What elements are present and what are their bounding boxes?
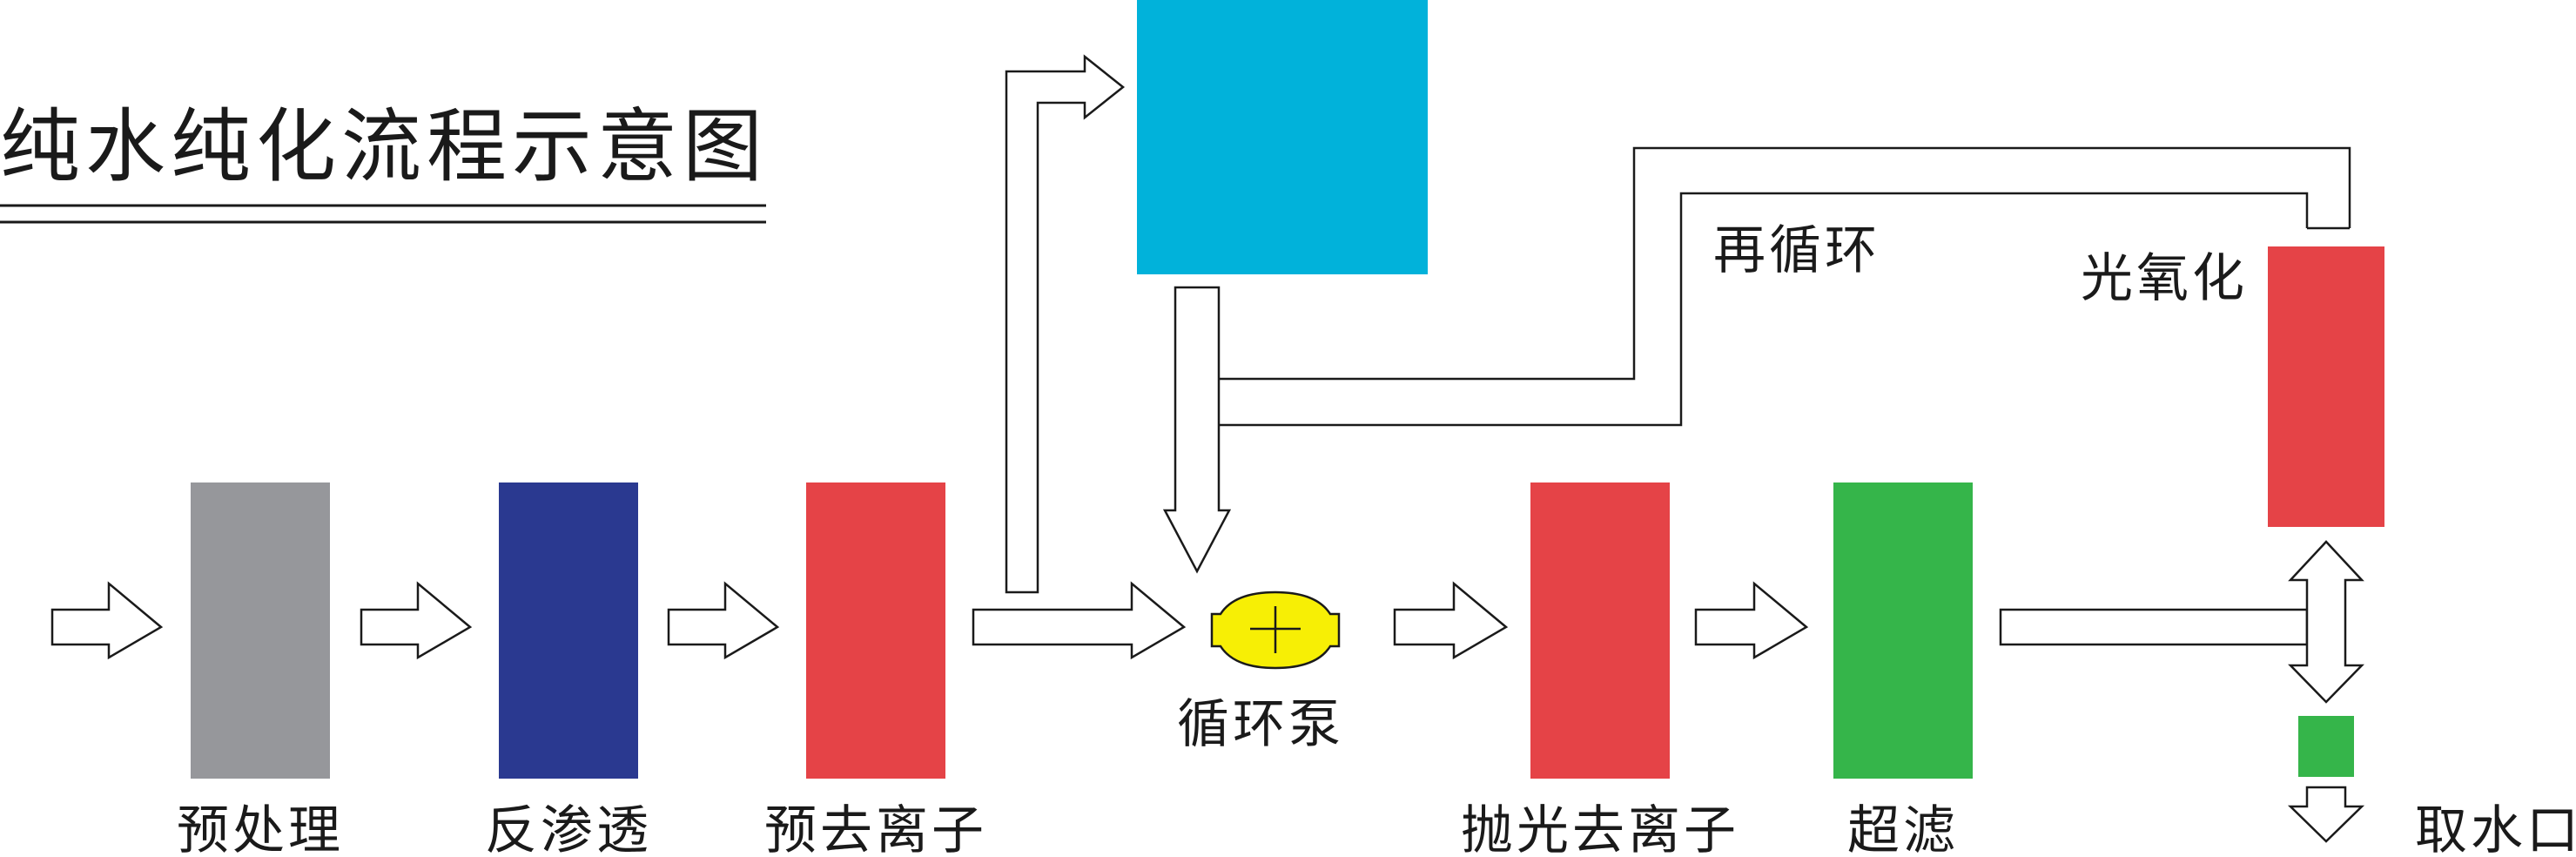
pipe-to-storage-tank [1005, 54, 1126, 594]
reverse-osmosis-block [499, 482, 638, 779]
circulation-pump-icon [1210, 590, 1341, 670]
label-ultrafiltration: 超滤 [1847, 800, 1959, 857]
polishing-to-ultrafiltration-arrow [1694, 581, 1809, 660]
pretreatment-to-ro-arrow [360, 581, 473, 660]
inlet-arrow [50, 581, 164, 660]
recirculation-pipe-outer [1219, 146, 2351, 381]
pre-deionization-to-pump-arrow [972, 581, 1187, 660]
label-pretreatment: 预处理 [177, 800, 344, 857]
storage-to-pump-arrow [1162, 286, 1232, 574]
label-photo-oxidation: 光氧化 [2081, 248, 2248, 309]
water-outlet-block [2298, 716, 2354, 777]
label-water-outlet: 取水口 [2415, 800, 2576, 857]
polishing-deionization-block [1530, 482, 1670, 779]
diagram-title: 纯水纯化流程示意图 [0, 100, 768, 193]
label-polishing-deionization: 抛光去离子 [1461, 800, 1739, 857]
pump-to-polishing-arrow [1393, 581, 1509, 660]
label-pre-deionization: 预去离子 [764, 800, 987, 857]
outlet-down-arrow [2287, 786, 2365, 843]
ro-to-pre-deionization-arrow [667, 581, 780, 660]
ultrafiltration-block [1833, 482, 1973, 779]
label-circulation-pump: 循环泵 [1177, 694, 1344, 755]
photo-oxidation-block [2268, 246, 2384, 527]
label-recirculation: 再循环 [1713, 220, 1880, 281]
storage-tank-block [1137, 0, 1428, 274]
recirculation-pipe-inner [1219, 192, 2309, 427]
pre-deionization-block [806, 482, 945, 779]
photo-oxidation-double-arrow [2288, 540, 2364, 704]
ultrafiltration-to-outlet-pipe [1999, 608, 2309, 646]
pretreatment-block [191, 482, 330, 779]
label-reverse-osmosis: 反渗透 [485, 800, 652, 857]
